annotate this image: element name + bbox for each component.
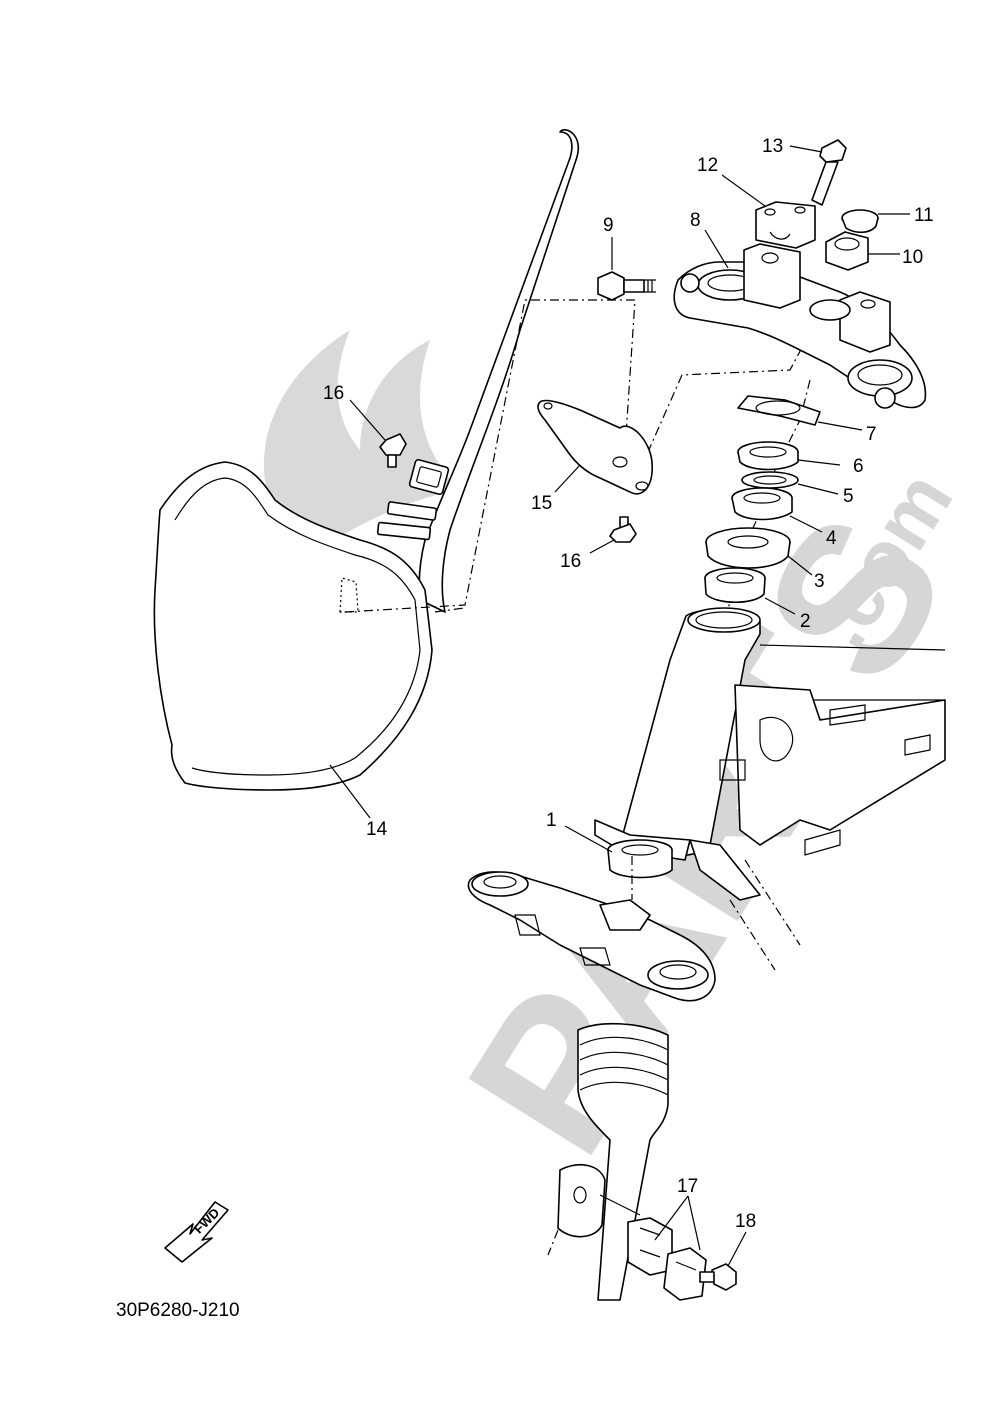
callout-15: 15 [531,493,552,514]
part-9-bolt [597,237,656,301]
callout-12: 12 [697,155,718,176]
part-3-seal [705,527,813,576]
callout-2: 2 [800,611,811,632]
callout-8: 8 [690,210,701,231]
callout-5: 5 [843,486,854,507]
under-bracket [467,856,716,1002]
front-fork-boot [547,1022,669,1301]
part-10-nut [825,231,900,271]
diagram-code: 30P6280-J210 [116,1300,240,1321]
callout-labels: 1 2 3 4 5 6 7 8 9 10 11 12 13 14 15 16 1… [323,136,934,1232]
part-15-bracket [537,399,653,495]
part-16-bolt-lower [589,516,637,554]
callout-10: 10 [902,247,923,268]
part-17-cable-guide [627,1195,707,1301]
callout-13: 13 [762,136,783,157]
part-13-bolt [789,139,847,206]
callout-18: 18 [735,1211,756,1232]
part-8-upper-bracket [673,229,927,409]
fwd-arrow-icon: FWD [164,1201,229,1263]
callout-14: 14 [366,819,388,840]
callout-16-lower: 16 [560,551,581,572]
part-18-bolt [699,1231,747,1291]
callout-1: 1 [546,810,557,831]
callout-11: 11 [914,205,934,226]
part-7-washer [737,395,863,431]
callout-4: 4 [826,528,837,549]
part-6-ring-nut [737,441,841,471]
part-1-bearing [564,825,673,879]
watermark-flame-logo [263,330,460,560]
callout-9: 9 [603,215,614,236]
part-14-number-plate [153,129,579,819]
part-11-cap [841,209,910,234]
callout-7: 7 [866,424,877,445]
callout-17: 17 [677,1176,698,1197]
part-12-handlebar-holder [721,174,816,249]
part-16-bolt-upper [349,399,407,468]
callout-3: 3 [814,571,825,592]
callout-16-upper: 16 [323,383,344,404]
part-2-bearing [704,567,796,615]
part-4-ring-nut [731,487,823,533]
callout-6: 6 [853,456,864,477]
